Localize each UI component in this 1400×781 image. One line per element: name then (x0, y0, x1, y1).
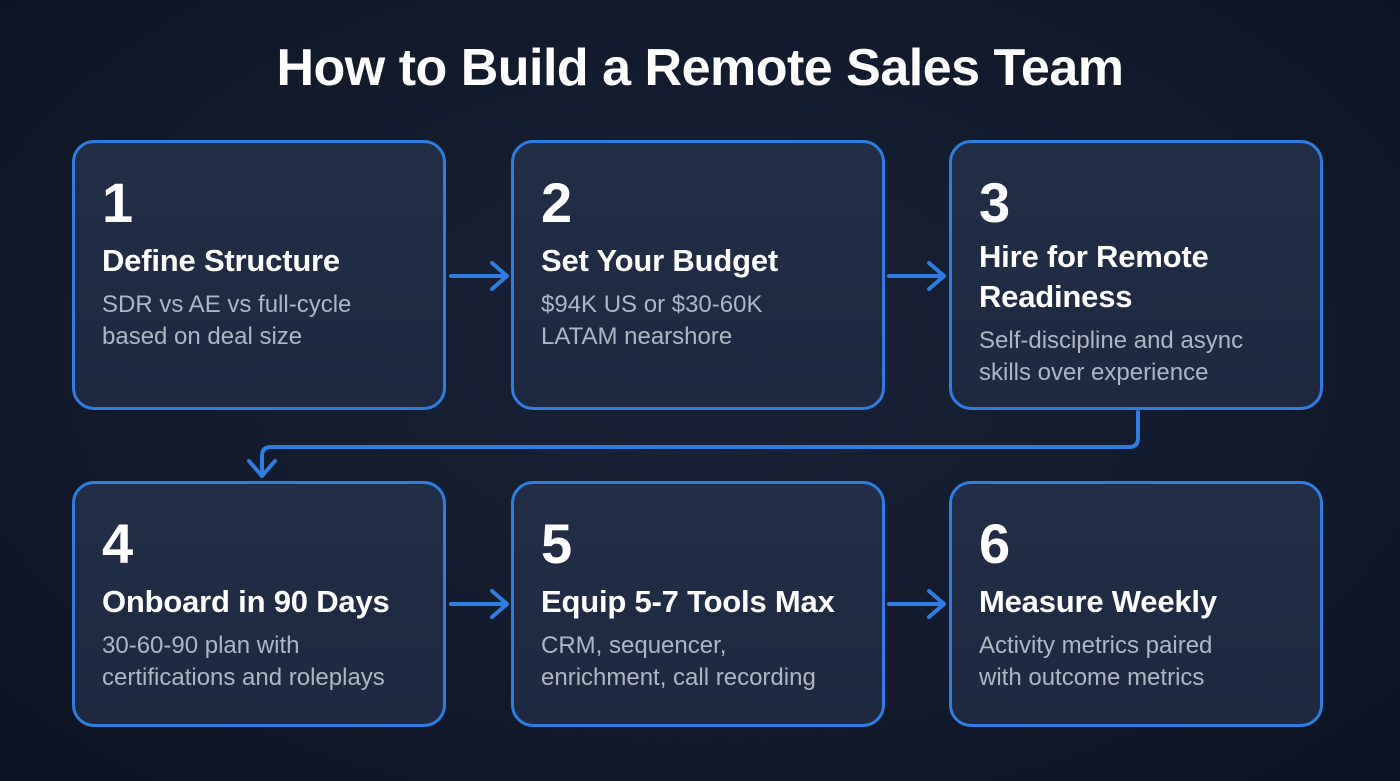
elbow-arrow-down-icon (247, 410, 1140, 478)
step-description-line: enrichment, call recording (541, 664, 816, 691)
step-description-line: 30-60-90 plan with (102, 632, 300, 659)
step-number: 5 (541, 512, 573, 575)
step-description: Activity metrics paired with outcome met… (979, 630, 1294, 694)
step-description-line: CRM, sequencer, (541, 632, 727, 659)
step-description-line: certifications and roleplays (102, 664, 385, 691)
step-card-6: 6 Measure Weekly Activity metrics paired… (949, 481, 1323, 727)
step-description-line: skills over experience (979, 359, 1209, 386)
step-heading-line: Hire for Remote (979, 239, 1209, 274)
step-heading: Measure Weekly (979, 584, 1217, 619)
step-heading: Define Structure (102, 243, 340, 278)
step-card-3: 3 Hire for Remote Readiness Self-discipl… (949, 140, 1323, 410)
step-description-line: Self-discipline and async (979, 327, 1244, 354)
step-heading: Set Your Budget (541, 243, 778, 278)
step-description-line: based on deal size (102, 323, 303, 350)
step-heading: Hire for Remote Readiness (979, 237, 1294, 317)
step-heading: Onboard in 90 Days (102, 584, 390, 619)
step-card-5: 5 Equip 5-7 Tools Max CRM, sequencer, en… (511, 481, 885, 727)
step-number: 6 (979, 512, 1011, 575)
step-description: Self-discipline and async skills over ex… (979, 325, 1294, 389)
arrow-right-icon (887, 589, 946, 619)
step-number: 4 (102, 512, 134, 575)
arrow-right-icon (449, 589, 509, 619)
step-heading-line: Readiness (979, 279, 1133, 314)
step-description-line: Activity metrics paired (979, 632, 1213, 659)
step-card-2: 2 Set Your Budget $94K US or $30-60K LAT… (511, 140, 885, 410)
step-description: SDR vs AE vs full-cycle based on deal si… (102, 289, 417, 353)
step-number: 3 (979, 171, 1011, 234)
step-number: 1 (102, 171, 134, 234)
step-description-line: LATAM nearshore (541, 323, 733, 350)
step-description-line: SDR vs AE vs full-cycle (102, 291, 352, 318)
step-description: 30-60-90 plan with certifications and ro… (102, 630, 417, 694)
arrow-right-icon (887, 261, 946, 291)
step-card-4: 4 Onboard in 90 Days 30-60-90 plan with … (72, 481, 446, 727)
step-description-line: $94K US or $30-60K (541, 291, 763, 318)
step-card-1: 1 Define Structure SDR vs AE vs full-cyc… (72, 140, 446, 410)
step-description: CRM, sequencer, enrichment, call recordi… (541, 630, 856, 694)
page-title: How to Build a Remote Sales Team (276, 39, 1124, 97)
step-heading: Equip 5-7 Tools Max (541, 584, 835, 619)
step-description: $94K US or $30-60K LATAM nearshore (541, 289, 856, 353)
step-number: 2 (541, 171, 573, 234)
step-description-line: with outcome metrics (979, 664, 1205, 691)
arrow-right-icon (449, 261, 509, 291)
